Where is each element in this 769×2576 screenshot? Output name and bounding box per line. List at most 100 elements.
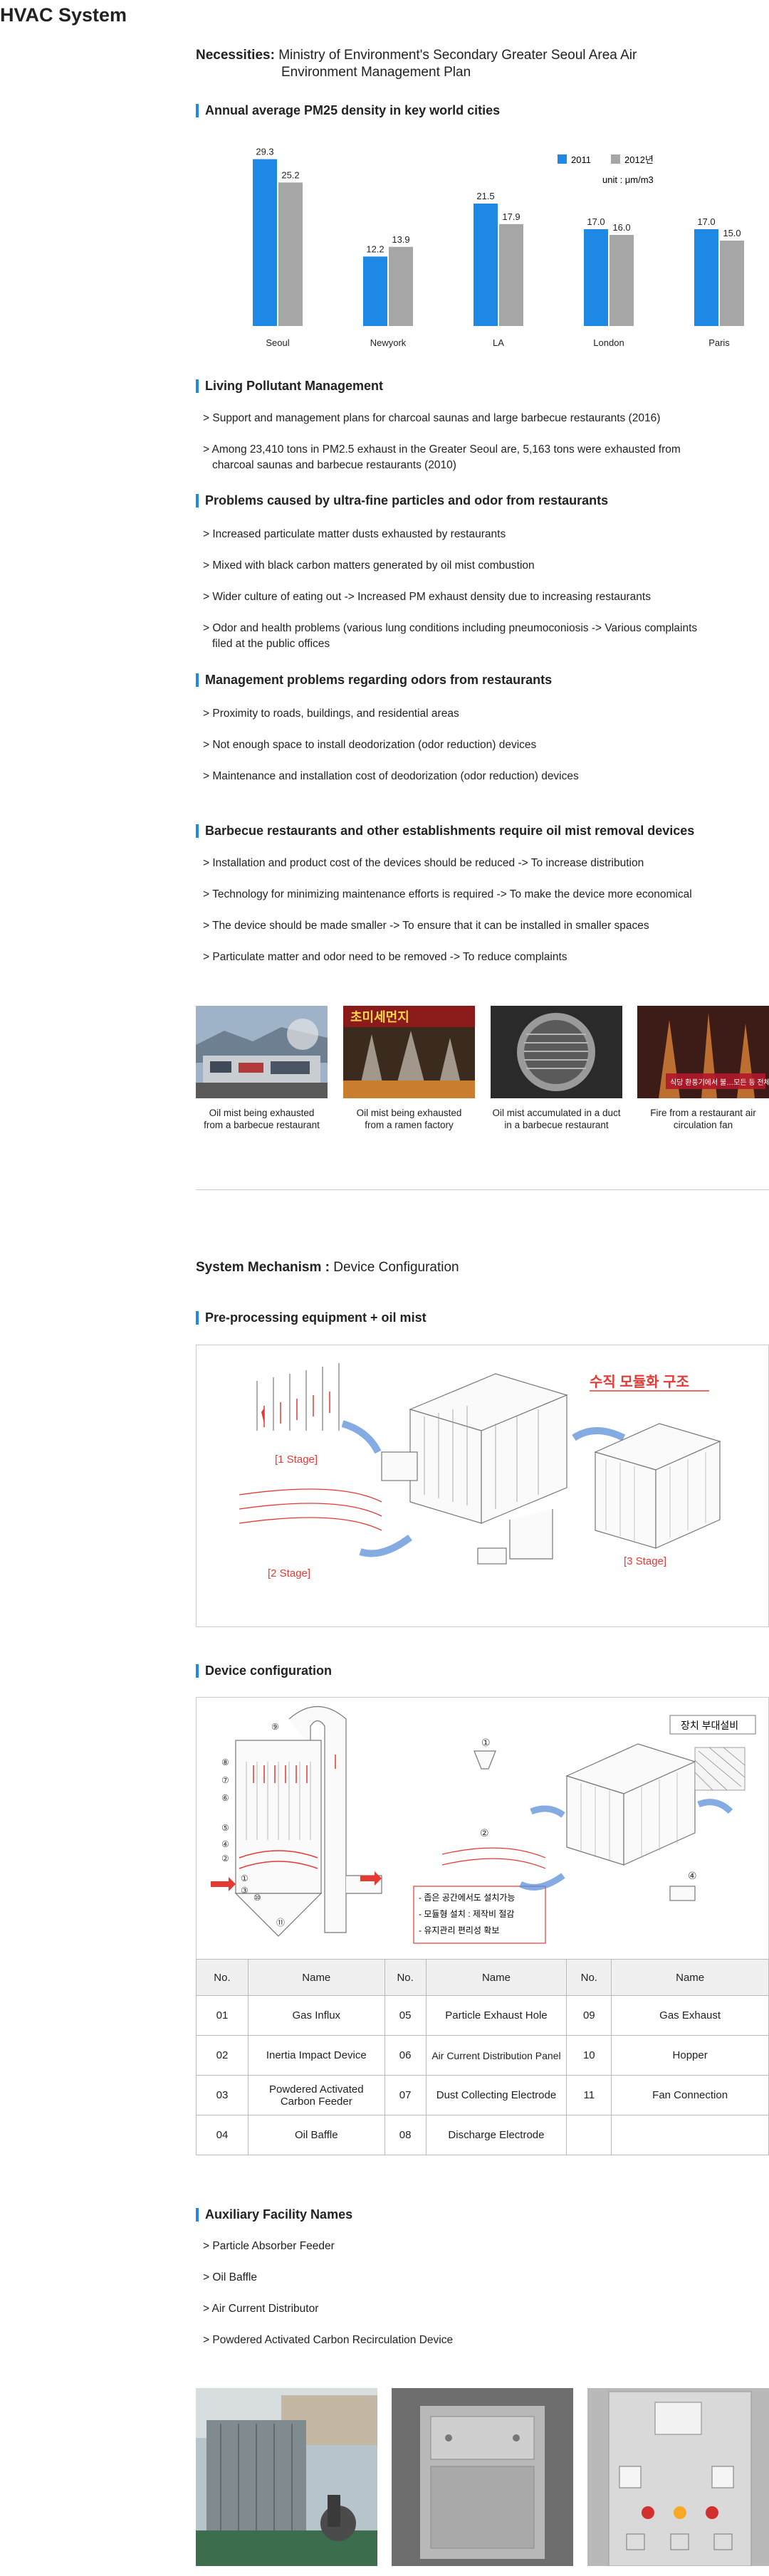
preproc-diagram-panel: 수직 모듈화 구조 [1 Stage] <box>196 1345 769 1627</box>
item-line: > The device should be made smaller -> T… <box>203 920 649 932</box>
mechanism-value: Device Configuration <box>333 1260 459 1275</box>
list-item: > Among 23,410 tons in PM2.5 exhaust in … <box>203 442 769 473</box>
stage-3-label: [3 Stage] <box>624 1555 666 1567</box>
bar-newyork-s1 <box>363 256 387 326</box>
callout-4: ④ <box>221 1839 229 1849</box>
heading-bar <box>196 1664 199 1678</box>
data-label: 16.0 <box>612 222 630 233</box>
item-line: > Among 23,410 tons in PM2.5 exhaust in … <box>203 443 681 456</box>
photo-auxiliary-unit <box>392 2388 573 2566</box>
table-cell <box>566 2115 612 2155</box>
bar-paris-s2 <box>720 241 744 326</box>
caption-line: from a barbecue restaurant <box>204 1120 320 1130</box>
bar-seoul-s1 <box>253 159 277 326</box>
stage-1-label: [1 Stage] <box>275 1453 318 1466</box>
mechanism-title: System Mechanism : Device Configuration <box>196 1260 459 1276</box>
list-item: > Odor and health problems (various lung… <box>203 621 769 652</box>
photo-panel-image <box>587 2388 769 2566</box>
table-cell: 07 <box>384 2075 427 2115</box>
device-note-1: - 좁은 공간에서도 설치가능 <box>419 1893 515 1903</box>
bar-paris-s1 <box>694 229 718 326</box>
auxiliary-heading: Auxiliary Facility Names <box>196 2207 352 2222</box>
table-cell: Hopper <box>611 2035 769 2076</box>
tick-label: Newyork <box>370 337 407 348</box>
table-cell: Air Current Distribution Panel <box>425 2035 567 2076</box>
aux-equipment-kr: 장치 부대설비 <box>681 1720 738 1731</box>
table-cell: 05 <box>384 1995 427 2036</box>
column-header: Name <box>425 1959 567 1996</box>
list-item: > The device should be made smaller -> T… <box>203 918 769 934</box>
list-item: > Powdered Activated Carbon Recirculatio… <box>203 2333 769 2348</box>
data-label: 21.5 <box>476 191 494 201</box>
photo-barbecue-restaurant <box>196 1006 328 1098</box>
device-diagram: ⑨ ⑩ ⑪ ① ② ③ ④ ⑤ ⑥ ⑦ ⑧ - 좁은 공간에서도 설치가능 - … <box>211 1705 756 1944</box>
column-header: Name <box>247 1959 385 1996</box>
callout-3: ③ <box>241 1886 249 1896</box>
device-parts-table: No. Name No. Name No. Name 01 Gas Influx… <box>196 1959 769 2155</box>
photo-control-panel <box>587 2388 769 2566</box>
legend-label-2012: 2012년 <box>624 154 654 165</box>
callout-2: ② <box>221 1854 229 1863</box>
item-line: > Oil Baffle <box>203 2271 257 2283</box>
table-cell: Gas Exhaust <box>611 1995 769 2036</box>
callout-8: ⑧ <box>221 1757 229 1767</box>
table-cell: 11 <box>566 2075 612 2115</box>
table-cell: Inertia Impact Device <box>247 2035 385 2076</box>
item-line: > Wider culture of eating out -> Increas… <box>203 591 651 603</box>
pm25-heading: Annual average PM25 density in key world… <box>196 103 500 118</box>
table-cell: Powdered Activated Carbon Feeder <box>247 2075 385 2115</box>
item-line: > Proximity to roads, buildings, and res… <box>203 708 459 720</box>
table-cell: Discharge Electrode <box>425 2115 567 2155</box>
column-header: Name <box>611 1959 769 1996</box>
device-heading: Device configuration <box>196 1663 332 1678</box>
list-item: > Particulate matter and odor need to be… <box>203 950 769 965</box>
heading-bar <box>196 2208 199 2222</box>
bar-london-s1 <box>584 229 608 326</box>
living-heading-text: Living Pollutant Management <box>205 379 384 393</box>
item-line: > Increased particulate matter dusts exh… <box>203 528 506 540</box>
necessities-label: Necessities: <box>196 48 275 63</box>
callout-11: ⑪ <box>276 1918 285 1928</box>
photo-ramen-factory: 초미세먼지 <box>343 1006 475 1098</box>
list-item: > Maintenance and installation cost of d… <box>203 769 769 784</box>
data-label: 13.9 <box>392 234 409 245</box>
photo-overlay-text: 식당 환풍기에서 불…모든 등 전체 <box>670 1078 769 1087</box>
table-row: 02 Inertia Impact Device 06 Air Current … <box>196 2035 769 2076</box>
heading-bar <box>196 1311 199 1325</box>
legend-swatch-2012 <box>611 154 620 164</box>
data-label: 15.0 <box>723 228 741 238</box>
diagram-number-2: ② <box>480 1827 489 1839</box>
auxiliary-heading-text: Auxiliary Facility Names <box>205 2207 353 2222</box>
management-heading-text: Management problems regarding odors from… <box>205 673 553 687</box>
list-item: > Support and management plans for charc… <box>203 411 769 426</box>
data-label: 17.0 <box>697 216 715 227</box>
list-item: > Mixed with black carbon matters genera… <box>203 558 769 574</box>
heading-bar <box>196 824 199 838</box>
table-row: 01 Gas Influx 05 Particle Exhaust Hole 0… <box>196 1995 769 2036</box>
barbecue-heading-text: Barbecue restaurants and other establish… <box>205 824 695 838</box>
item-line: > Support and management plans for charc… <box>203 412 661 424</box>
stage-2-label: [2 Stage] <box>268 1567 310 1579</box>
table-cell: 03 <box>196 2075 249 2115</box>
callout-5: ⑤ <box>221 1823 229 1833</box>
preproc-title-kr: 수직 모듈화 구조 <box>590 1374 689 1390</box>
callout-10: ⑩ <box>253 1893 261 1903</box>
device-note-2: - 모듈형 설치 : 제작비 절감 <box>419 1909 514 1919</box>
legend-label-2011: 2011 <box>571 154 591 165</box>
bar-newyork-s2 <box>389 246 413 326</box>
caption-line: in a barbecue restaurant <box>504 1120 609 1130</box>
item-line: > Installation and product cost of the d… <box>203 857 644 869</box>
list-item: > Particle Absorber Feeder <box>203 2239 769 2254</box>
tick-label: London <box>593 337 624 348</box>
item-line: > Particle Absorber Feeder <box>203 2240 335 2252</box>
item-line: > Mixed with black carbon matters genera… <box>203 559 535 572</box>
data-label: 12.2 <box>366 243 384 254</box>
necessities: Necessities: Ministry of Environment's S… <box>196 47 769 81</box>
bar-seoul-s2 <box>278 182 303 326</box>
living-heading: Living Pollutant Management <box>196 379 383 394</box>
photo-auxiliary-container <box>196 2388 377 2566</box>
barbecue-list: > Installation and product cost of the d… <box>203 856 769 981</box>
list-item: > Air Current Distributor <box>203 2301 769 2317</box>
diagram-number-1: ① <box>481 1737 491 1748</box>
